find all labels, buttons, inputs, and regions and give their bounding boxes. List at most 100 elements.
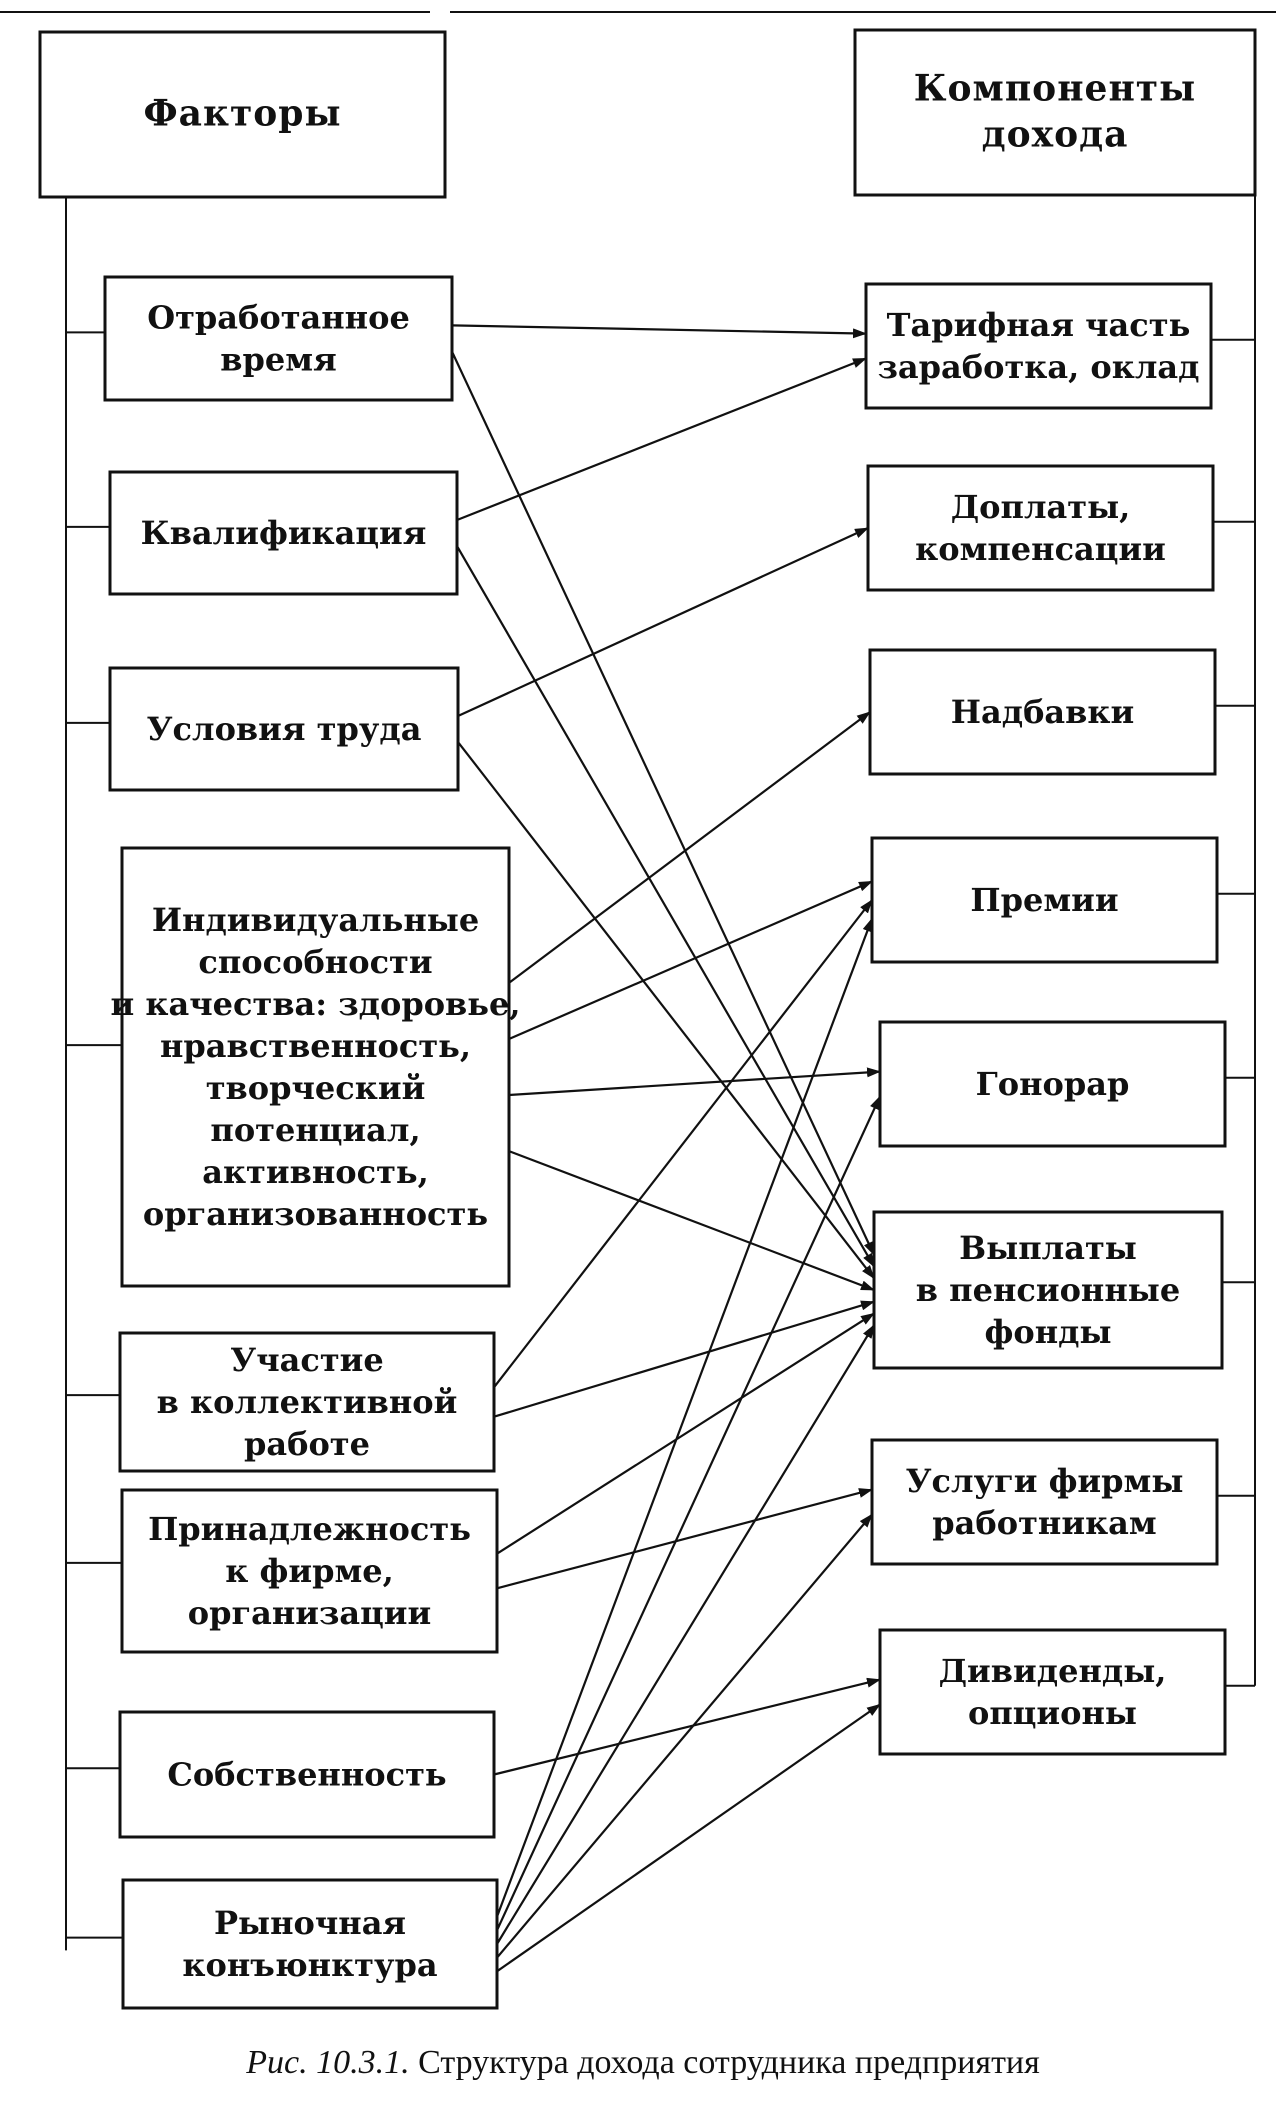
component-c8-line-1: Дивиденды, — [939, 1652, 1167, 1690]
arrow-f1-c6 — [451, 351, 875, 1256]
components-header-line-1: Компоненты — [914, 68, 1196, 110]
component-c4: Премии — [870, 836, 1219, 964]
factor-f4-line-3: и качества: здоровье, — [111, 985, 521, 1023]
factor-f4-line-7: активность, — [202, 1153, 429, 1191]
arrow-f4-c6 — [508, 1150, 875, 1292]
factor-f3-line-1: Условия труда — [147, 710, 422, 748]
component-c7-line-2: работникам — [932, 1504, 1156, 1542]
component-c1-frame — [864, 282, 1213, 410]
factor-f6-line-3: организации — [188, 1594, 431, 1632]
factor-f2-frame — [108, 470, 459, 596]
arrow-f8-c7 — [496, 1513, 873, 1959]
arrow-f4-c5 — [508, 1067, 881, 1097]
factor-f4-line-5: творческий — [206, 1069, 426, 1107]
component-c2-line-2: компенсации — [915, 530, 1166, 568]
component-c2-line-1: Доплаты, — [951, 488, 1131, 526]
factor-f4-line-8: организованность — [143, 1195, 488, 1233]
component-c1-line-2: заработка, оклад — [878, 348, 1200, 386]
figure-caption: Рис. 10.3.1. Структура дохода сотрудника… — [0, 2044, 1286, 2082]
arrow-f8-c4 — [495, 917, 874, 1918]
caption-lead: Рис. 10.3.1. — [246, 2044, 410, 2081]
arrow-f1-c1 — [451, 324, 867, 339]
factor-f8-line-2: конъюнктура — [182, 1946, 437, 1984]
arrow-f5-c6 — [493, 1300, 875, 1418]
component-c2: Доплаты, компенсации — [866, 464, 1215, 592]
factor-f5-line-3: работе — [244, 1425, 370, 1463]
component-c5-frame — [878, 1020, 1227, 1148]
factor-f3: Условия труда — [108, 666, 460, 792]
factor-f6-line-2: к фирме, — [225, 1552, 394, 1590]
component-c6-line-2: в пенсионные — [916, 1271, 1180, 1309]
component-c3: Надбавки — [868, 648, 1217, 776]
arrow-f6-c6 — [496, 1312, 875, 1555]
factor-f8: Рыночная конъюнктура — [121, 1878, 499, 2010]
arrow-f4-c3 — [508, 711, 871, 984]
component-c1-line-1: Тарифная часть — [887, 306, 1191, 344]
factors-header-frame — [38, 30, 447, 199]
factor-f1-line-2: время — [220, 341, 336, 379]
factor-f5-frame — [118, 1331, 496, 1473]
arrow-f4-c4 — [508, 880, 873, 1040]
component-c6-frame — [872, 1210, 1224, 1370]
caption-text: Структура дохода сотрудника предприятия — [409, 2044, 1040, 2081]
component-c1: Тарифная часть заработка, оклад — [864, 282, 1213, 410]
factor-f7: Собственность — [118, 1710, 496, 1839]
components-header-line-2: дохода — [982, 114, 1129, 156]
component-c8: Дивиденды, опционы — [878, 1628, 1227, 1756]
factor-f8-line-1: Рыночная — [214, 1904, 406, 1942]
bracket-lines — [65, 195, 1256, 1951]
arrow-f2-c1 — [456, 357, 867, 522]
components-header-frame — [853, 28, 1257, 197]
factor-f4-line-1: Индивидуальные — [152, 901, 479, 939]
factor-f1: Отработанное время — [103, 275, 454, 402]
component-c6: Выплаты в пенсионные фонды — [872, 1210, 1224, 1370]
factor-f4-line-2: способности — [198, 943, 432, 981]
arrow-f8-c8 — [496, 1703, 881, 1973]
arrow-f3-c2 — [457, 527, 869, 717]
component-c7: Услуги фирмы работникам — [870, 1438, 1219, 1566]
component-c6-line-3: фонды — [984, 1313, 1111, 1351]
factor-f6-frame — [120, 1488, 499, 1654]
arrow-f7-c8 — [493, 1677, 881, 1776]
arrows — [451, 324, 881, 1973]
factor-f2: Квалификация — [108, 470, 459, 596]
factor-f6-line-1: Принадлежность — [148, 1510, 471, 1548]
component-c8-frame — [878, 1628, 1227, 1756]
component-c8-line-2: опционы — [968, 1694, 1137, 1732]
component-c7-line-1: Услуги фирмы — [906, 1462, 1184, 1500]
component-c3-line-1: Надбавки — [951, 693, 1134, 731]
factor-f1-line-1: Отработанное — [147, 299, 410, 337]
factor-f5: Участие в коллективной работе — [118, 1331, 496, 1473]
factor-f7-frame — [118, 1710, 496, 1839]
arrow-f8-c5 — [496, 1095, 881, 1931]
factor-f5-line-2: в коллективной — [157, 1383, 458, 1421]
arrow-f6-c7 — [496, 1488, 873, 1590]
factor-f6: Принадлежность к фирме, организации — [120, 1488, 499, 1654]
component-c5-line-1: Гонорар — [976, 1065, 1130, 1103]
factors-header: Факторы — [38, 30, 447, 199]
arrow-f2-c6 — [456, 545, 875, 1268]
factor-f1-frame — [103, 275, 454, 402]
component-c4-frame — [870, 836, 1219, 964]
component-c6-line-1: Выплаты — [959, 1229, 1137, 1267]
factor-f3-frame — [108, 666, 460, 792]
component-c3-frame — [868, 648, 1217, 776]
component-c4-line-1: Премии — [970, 881, 1118, 919]
component-c5: Гонорар — [878, 1020, 1227, 1148]
arrow-f8-c6 — [496, 1324, 875, 1945]
factor-f4-line-4: нравственность, — [160, 1027, 471, 1065]
factor-f7-line-1: Собственность — [167, 1756, 446, 1794]
factor-f8-frame — [121, 1878, 499, 2010]
factor-f2-line-1: Квалификация — [141, 514, 427, 552]
factors-header-line-1: Факторы — [143, 93, 341, 135]
factor-f4: Индивидуальные способности и качества: здо… — [111, 846, 521, 1288]
arrow-f5-c4 — [493, 899, 873, 1388]
factor-f4-line-6: потенциал, — [210, 1111, 420, 1149]
factor-f5-line-1: Участие — [230, 1341, 384, 1379]
factor-f4-frame — [120, 846, 511, 1288]
arrow-f3-c6 — [457, 741, 875, 1280]
component-c2-frame — [866, 464, 1215, 592]
